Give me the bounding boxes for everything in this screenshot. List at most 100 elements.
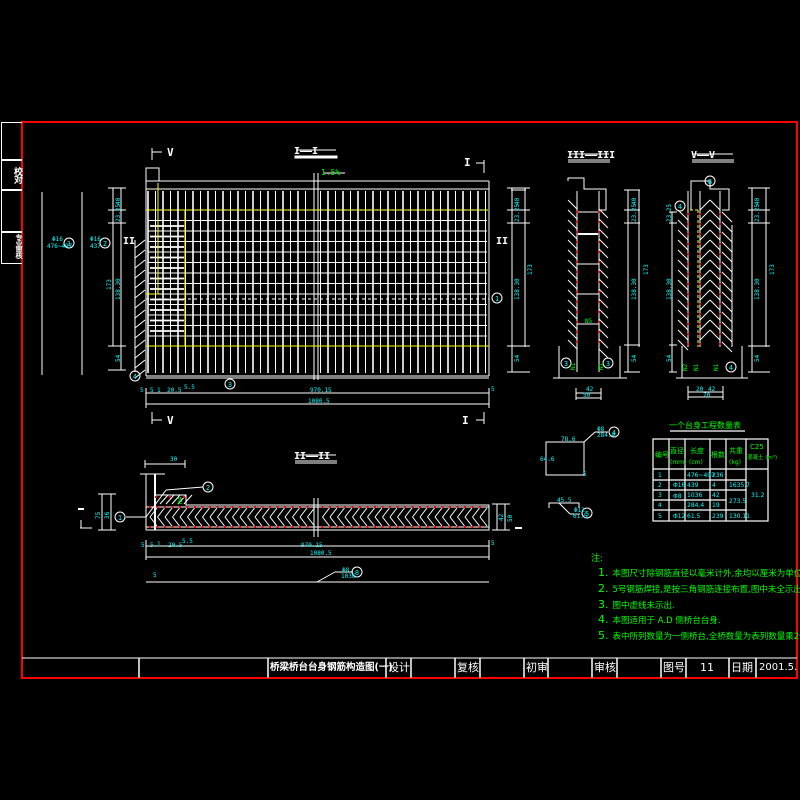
chevron-line: [277, 516, 285, 527]
svg-text:(mm): (mm): [670, 459, 686, 466]
hatch-line: [677, 229, 689, 241]
chevron-line: [457, 507, 465, 518]
hatch-line: [598, 288, 609, 299]
rebar-dot: [396, 506, 399, 508]
rebar-dot: [396, 526, 399, 528]
rebar-dot: [687, 303, 689, 305]
svg-text:直径: 直径: [670, 446, 684, 455]
chevron-line: [449, 507, 458, 518]
svg-text:4: 4: [133, 373, 137, 381]
rebar-dot: [389, 506, 391, 508]
rebar-dot: [719, 333, 721, 335]
chevron-line: [709, 279, 721, 291]
rebar-dot: [434, 526, 436, 528]
rebar-dot: [194, 506, 196, 508]
rebar-dot: [149, 526, 151, 528]
drawing-frame: [21, 121, 798, 679]
weight-1-2: 1635.7: [729, 482, 750, 489]
rebar-dot: [687, 313, 689, 315]
rebar-dot: [687, 213, 689, 215]
table-cell: 439: [687, 482, 699, 489]
hatch-line: [567, 279, 578, 290]
hatch-line: [598, 268, 609, 279]
chevron-line: [179, 516, 188, 527]
chevron-line: [374, 516, 383, 527]
chevron-line: [419, 507, 428, 518]
svg-text:5.5: 5.5: [184, 384, 195, 391]
rebar-dot: [194, 526, 196, 528]
rebar-dot: [411, 526, 414, 528]
chevron-line: [187, 507, 195, 518]
rebar-dot: [699, 323, 701, 325]
rebar-dot: [699, 273, 701, 275]
hatch-line: [721, 281, 733, 293]
hatch-line: [134, 279, 146, 289]
chevron-line: [232, 507, 240, 518]
svg-text:1080.5: 1080.5: [310, 550, 332, 557]
rebar-dot: [231, 526, 234, 528]
rebar-dot: [598, 311, 600, 313]
chevron-line: [434, 507, 443, 518]
chevron-line: [404, 516, 413, 527]
rebar-dot: [598, 301, 600, 303]
weight-5: 130.11: [729, 513, 750, 520]
rebar-dot: [419, 506, 421, 508]
rebar-dot: [576, 261, 578, 263]
rebar-5-dia: Φ12: [574, 507, 585, 514]
rebar-dot: [299, 526, 301, 528]
chevron-line: [247, 516, 255, 527]
rebar-dot: [479, 506, 481, 508]
hatch-line: [677, 299, 689, 311]
hatch-line: [677, 239, 689, 251]
dimension-text: 54: [631, 354, 638, 362]
rebar-dot: [216, 506, 219, 508]
chevron-line: [277, 507, 285, 518]
rebar-dot: [269, 526, 271, 528]
rebar-dot: [411, 506, 414, 508]
chevron-line: [434, 516, 443, 527]
concrete-volume: 31.2: [751, 492, 765, 499]
rebar-dot: [699, 283, 701, 285]
rebar-dot: [186, 526, 189, 528]
svg-text:5: 5: [140, 387, 144, 394]
chevron-line: [427, 516, 435, 527]
chevron-line: [254, 516, 263, 527]
chevron-line: [404, 507, 413, 518]
dimension-text: 40: [631, 197, 638, 205]
rebar-dot: [155, 496, 157, 498]
svg-text:5: 5: [491, 386, 495, 393]
chevron-line: [449, 516, 458, 527]
rebar-dot: [231, 506, 234, 508]
rebar-dot: [366, 526, 369, 528]
hatch-line: [721, 231, 733, 243]
rebar-1-len: 476~497: [47, 243, 73, 250]
rebar-dot: [261, 526, 264, 528]
drawing-title: 桥梁桥台台身钢筋构造图(一): [270, 662, 393, 673]
chevron-line: [344, 507, 353, 518]
svg-text:4: 4: [612, 429, 616, 437]
chevron-line: [292, 507, 300, 518]
rebar-dot: [164, 526, 166, 528]
chevron-line: [382, 507, 390, 518]
dimension-text: 138.30: [754, 278, 761, 300]
hatch-line: [567, 199, 578, 210]
rebar-dot: [687, 273, 689, 275]
rebar-dot: [687, 233, 689, 235]
chevron-line: [329, 516, 338, 527]
hatch-line: [567, 239, 578, 250]
chevron-line: [232, 516, 240, 527]
chevron-line: [397, 507, 405, 518]
chevron-line: [709, 289, 721, 301]
callout-2-circle: [99, 237, 111, 249]
hatch-line: [159, 494, 169, 505]
chevron-line: [389, 507, 398, 518]
hatch-line: [567, 229, 578, 240]
note-item-3: 3.图中虚线未示出.: [598, 598, 675, 611]
chevron-line: [472, 516, 480, 527]
svg-text:N1: N1: [713, 363, 720, 371]
svg-text:70: 70: [703, 392, 711, 399]
rebar-dot: [149, 506, 151, 508]
drawing-no-label: 图号: [663, 661, 685, 674]
hatch-line: [721, 331, 733, 343]
